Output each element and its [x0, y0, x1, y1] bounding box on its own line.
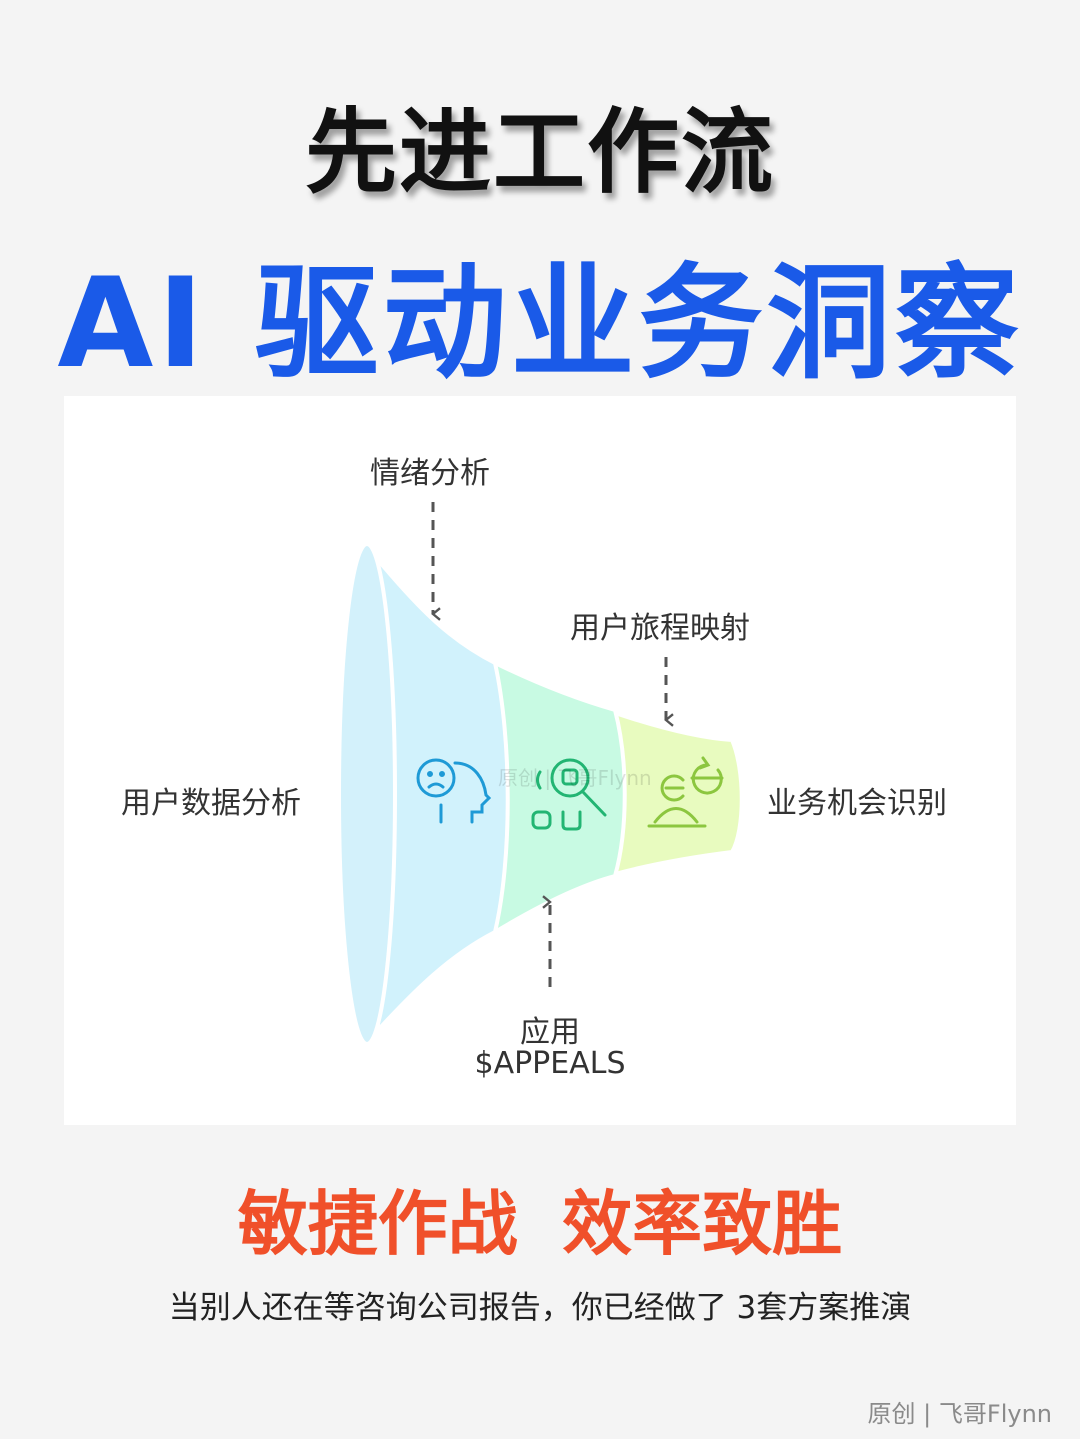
page-title: 先进工作流 [304, 99, 775, 206]
footer-credit: 原创 | 飞哥Flynn [867, 1400, 1052, 1428]
subtitle: 当别人还在等咨询公司报告，你已经做了 3套方案推演 [168, 1290, 912, 1326]
funnel-diagram-panel: 原创 | 飞哥Flynn 用户数据分析 情绪分析 用户旅程映射 业务机会识别 应… [64, 396, 1016, 1125]
funnel-diagram: 原创 | 飞哥Flynn [337, 502, 744, 1046]
magnifier-search-icon [531, 758, 607, 831]
label-business-opportunity: 业务机会识别 [767, 786, 947, 821]
sad-face-head-icon [416, 758, 492, 824]
label-sentiment-analysis: 情绪分析 [370, 456, 490, 491]
label-user-journey-mapping: 用户旅程映射 [570, 611, 750, 646]
funnel-stage-2 [493, 659, 627, 936]
watermark: 原创 | 飞哥Flynn [498, 766, 652, 790]
slogan: 敏捷作战 效率致胜 [237, 1183, 843, 1265]
label-appeals: $APPEALS [474, 1046, 626, 1081]
people-cycle-icon [647, 756, 724, 828]
funnel-mouth [337, 542, 397, 1046]
headline: AI 驱动业务洞察 [57, 252, 1023, 396]
label-user-data-analysis: 用户数据分析 [121, 786, 301, 821]
label-apply: 应用 [520, 1015, 580, 1050]
funnel-stage-3 [613, 710, 744, 877]
